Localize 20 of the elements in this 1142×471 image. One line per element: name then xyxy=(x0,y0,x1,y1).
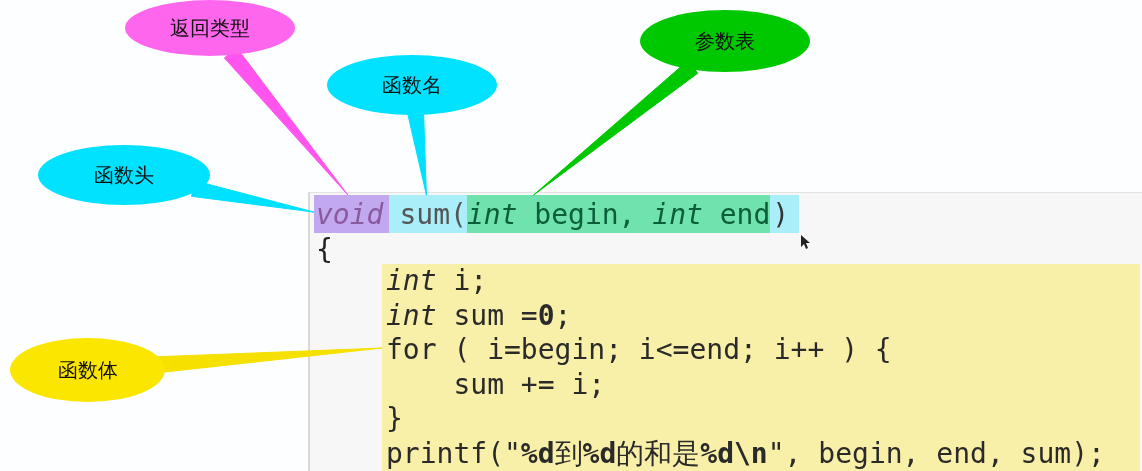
code-highlight: int begin, int end xyxy=(466,195,771,233)
callout-text: 函数名 xyxy=(382,71,442,99)
code-line: int i; xyxy=(386,264,489,299)
function-header-highlight xyxy=(314,195,800,233)
callout-pointer xyxy=(191,180,315,213)
code-line: for ( i=begin; i<=end; i++ ) { xyxy=(386,333,893,368)
code-line: int sum =0; xyxy=(386,298,573,333)
callout-text: 函数头 xyxy=(94,161,154,189)
code-line: } xyxy=(386,402,404,437)
code-text: ) xyxy=(770,195,790,233)
code-text: sum( xyxy=(399,195,467,233)
callout-text: 参数表 xyxy=(695,27,755,55)
code-line: printf("%d到%d的和是%d\n", begin, end, sum); xyxy=(386,436,1106,471)
callout-text: 函数体 xyxy=(57,356,118,384)
code-highlight: void xyxy=(314,195,390,233)
callout-pointer xyxy=(156,347,383,374)
function-body-highlight xyxy=(382,264,1140,471)
callout-text: 返回类型 xyxy=(170,14,250,42)
code-brace: { xyxy=(316,233,333,267)
code-line: sum += i; xyxy=(452,367,607,402)
